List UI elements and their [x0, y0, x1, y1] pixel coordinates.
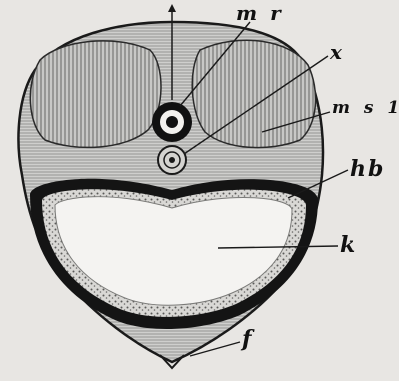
label-mr: m r: [236, 3, 284, 23]
label-x: x: [330, 42, 342, 62]
right-muscle-block: [192, 40, 315, 147]
label-f: f: [242, 328, 251, 350]
label-hb: hb: [350, 158, 385, 180]
label-k: k: [340, 234, 355, 256]
label-ms1: m s 1: [332, 100, 399, 117]
left-muscle-block: [30, 41, 161, 148]
